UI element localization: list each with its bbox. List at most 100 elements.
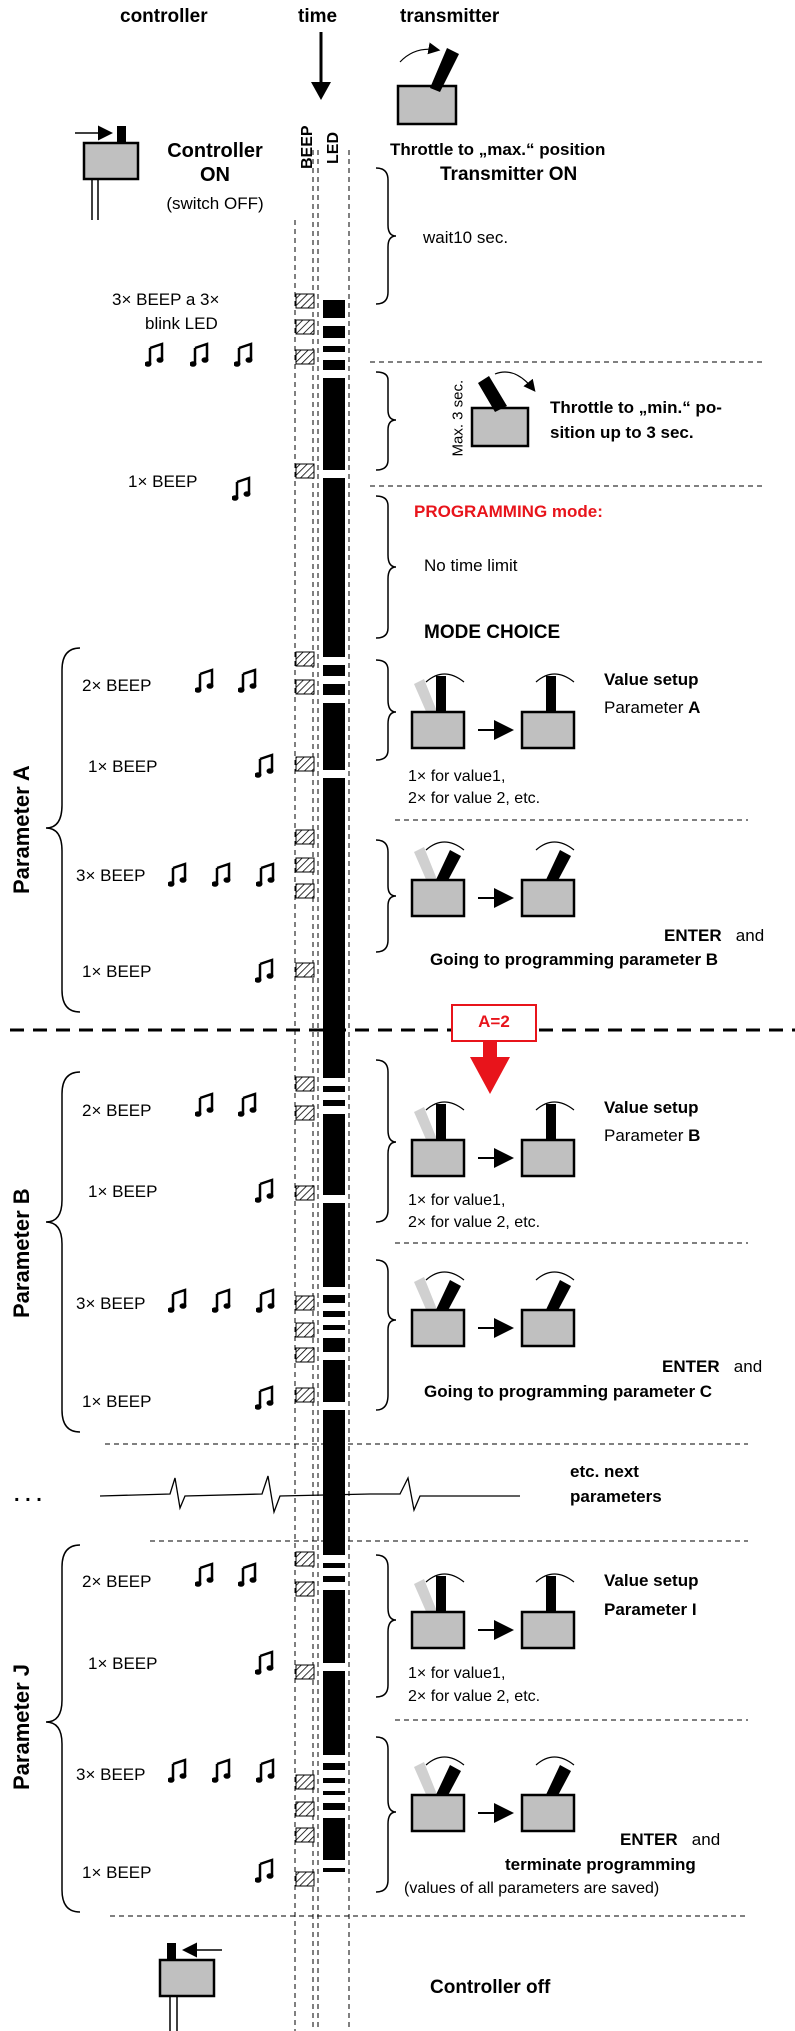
b-beep1a: 1× BEEP bbox=[88, 1182, 158, 1201]
b-next-text: Going to programming parameter C bbox=[424, 1382, 713, 1401]
lever bbox=[434, 1280, 461, 1316]
beep-box bbox=[295, 829, 315, 845]
music-note-icon bbox=[195, 668, 215, 694]
led-gap bbox=[321, 1568, 347, 1576]
motion-arc bbox=[425, 1101, 465, 1111]
ellipsis: . . . bbox=[14, 1484, 42, 1506]
device-right bbox=[520, 1271, 576, 1348]
music-note-icon bbox=[255, 1858, 275, 1884]
switch-pair-a-enter bbox=[410, 841, 576, 918]
j-beep3: 3× BEEP bbox=[76, 1765, 146, 1784]
left-braces bbox=[45, 647, 81, 1913]
beep-box bbox=[295, 651, 315, 667]
music-note-icon bbox=[255, 1385, 275, 1411]
separators bbox=[105, 361, 765, 1917]
beep-box bbox=[295, 1185, 315, 1201]
j-beep2: 2× BEEP bbox=[82, 1572, 152, 1591]
a-enter-line: ENTER and bbox=[664, 926, 765, 945]
device-left bbox=[410, 1756, 466, 1833]
beep-box bbox=[295, 1801, 315, 1817]
device-right bbox=[520, 1101, 576, 1178]
motion-arc bbox=[425, 1756, 465, 1766]
device-body bbox=[410, 710, 466, 750]
music-note-icon bbox=[238, 668, 258, 694]
lever-ghost bbox=[414, 1277, 438, 1314]
device-body bbox=[410, 1308, 466, 1348]
controller-off-text: Controller off bbox=[430, 1977, 551, 1998]
a-parameter-line: Parameter A bbox=[604, 698, 701, 717]
lever bbox=[544, 1765, 571, 1801]
lever bbox=[544, 850, 571, 886]
switch-pair-j-value bbox=[410, 1573, 576, 1650]
blink-led-text: blink LED bbox=[145, 314, 218, 333]
device-right bbox=[520, 673, 576, 750]
led-gap bbox=[321, 1810, 347, 1818]
device-body bbox=[520, 1138, 576, 1178]
beep-box bbox=[295, 1322, 315, 1338]
device-body bbox=[520, 1610, 576, 1650]
time-arrow bbox=[311, 32, 331, 100]
a-beep3: 3× BEEP bbox=[76, 866, 146, 885]
device-body bbox=[520, 1793, 576, 1833]
led-gap bbox=[321, 1582, 347, 1590]
led-bar bbox=[321, 300, 347, 1872]
beep-box bbox=[295, 1551, 315, 1567]
motion-arc bbox=[535, 673, 575, 683]
music-note-icon bbox=[256, 1288, 276, 1314]
led-gap bbox=[321, 1330, 347, 1338]
b-for-value1: 1× for value1, bbox=[408, 1192, 506, 1209]
lever-ghost bbox=[414, 847, 438, 884]
b-value-setup: Value setup bbox=[604, 1098, 699, 1117]
lever bbox=[436, 676, 446, 714]
transmitter-on-text: Transmitter ON bbox=[440, 164, 578, 185]
led-gap bbox=[321, 1317, 347, 1325]
beep-box bbox=[295, 1347, 315, 1363]
wait-text: wait10 sec. bbox=[423, 228, 509, 247]
motion-arc bbox=[535, 1271, 575, 1281]
beep-box bbox=[295, 962, 315, 978]
lever bbox=[546, 1576, 556, 1614]
music-note-icon bbox=[238, 1092, 258, 1118]
led-gap bbox=[321, 1287, 347, 1295]
b-beep1b: 1× BEEP bbox=[82, 1392, 152, 1411]
led-gap bbox=[321, 1352, 347, 1360]
motion-arc bbox=[535, 841, 575, 851]
b-parameter-line: Parameter B bbox=[604, 1126, 701, 1145]
motion-arc bbox=[425, 841, 465, 851]
led-gap bbox=[321, 1860, 347, 1868]
motion-arc bbox=[425, 673, 465, 683]
music-note-icon bbox=[212, 1288, 232, 1314]
led-gap bbox=[321, 1795, 347, 1803]
switch-pair-b-value bbox=[410, 1101, 576, 1178]
beep-box bbox=[295, 1076, 315, 1092]
lever-ghost bbox=[414, 1579, 438, 1616]
music-note-icon bbox=[255, 753, 275, 779]
no-time-limit-text: No time limit bbox=[424, 556, 518, 575]
lever bbox=[436, 1104, 446, 1142]
led-gap bbox=[321, 770, 347, 778]
led-gap bbox=[321, 695, 347, 703]
switch-pair-a-value bbox=[410, 673, 576, 750]
beep-box bbox=[295, 679, 315, 695]
beep3-blink-text: 3× BEEP a 3× bbox=[112, 290, 220, 309]
music-note-icon bbox=[195, 1562, 215, 1588]
led-gap bbox=[321, 1555, 347, 1563]
beep-box bbox=[295, 1827, 315, 1843]
device-left bbox=[410, 1271, 466, 1348]
lever bbox=[544, 1280, 571, 1316]
beep-box bbox=[295, 1295, 315, 1311]
j-terminate-text: terminate programming bbox=[505, 1855, 696, 1874]
throttle-min-text-2: sition up to 3 sec. bbox=[550, 423, 694, 442]
etc-text-2: parameters bbox=[570, 1487, 662, 1506]
led-gap bbox=[321, 1092, 347, 1100]
music-note-icon bbox=[145, 342, 165, 368]
led-gap bbox=[321, 657, 347, 665]
a-next-text: Going to programming parameter B bbox=[430, 950, 719, 969]
lever bbox=[434, 1765, 461, 1801]
device-right bbox=[520, 841, 576, 918]
column-label-beep: BEEP bbox=[299, 125, 316, 169]
controller-on-title-2: ON bbox=[200, 164, 230, 186]
a-equals-label: A=2 bbox=[478, 1012, 510, 1031]
motion-arc bbox=[535, 1573, 575, 1583]
j-for-value2: 2× for value 2, etc. bbox=[408, 1688, 541, 1705]
